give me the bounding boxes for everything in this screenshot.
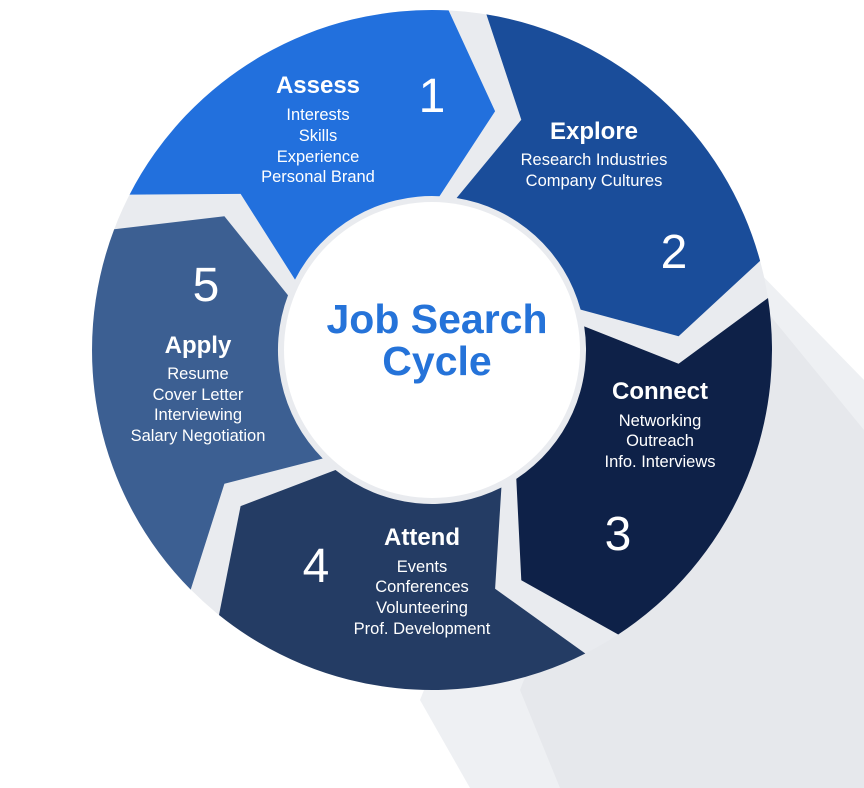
step-connect: Connect Networking Outreach Info. Interv… [605, 378, 716, 561]
step-title: Connect [612, 378, 708, 405]
step-explore: Explore Research Industries Company Cult… [521, 118, 688, 279]
center-title-line1: Job Search [326, 296, 547, 342]
step-number: 1 [419, 70, 446, 123]
cycle-segment-explore [456, 14, 761, 337]
step-title: Assess [276, 72, 360, 99]
cycle-segment-connect [516, 298, 773, 635]
step-item: Salary Negotiation [131, 427, 266, 445]
labels-layer: Assess Interests Skills Experience Perso… [131, 70, 716, 638]
step-item: Interviewing [154, 406, 242, 424]
center-circle [284, 202, 580, 498]
step-item: Events [397, 558, 447, 576]
step-item: Experience [277, 148, 360, 166]
step-item: Resume [167, 365, 228, 383]
step-title: Explore [550, 118, 638, 145]
cycle-segment-attend [219, 470, 586, 691]
step-item: Outreach [626, 432, 694, 450]
step-title: Attend [384, 524, 460, 551]
step-apply: Apply Resume Cover Letter Interviewing S… [131, 259, 266, 445]
step-attend: Attend Events Conferences Volunteering P… [303, 524, 491, 638]
cycle-segment-apply [92, 216, 323, 590]
step-item: Interests [286, 106, 349, 124]
step-number: 2 [661, 226, 688, 279]
step-item: Research Industries [521, 151, 668, 169]
step-assess: Assess Interests Skills Experience Perso… [261, 70, 445, 186]
step-item: Volunteering [376, 599, 468, 617]
step-item: Info. Interviews [605, 453, 716, 471]
step-item: Networking [619, 412, 702, 430]
step-item: Skills [299, 127, 338, 145]
step-number: 4 [303, 540, 330, 593]
step-item: Conferences [375, 578, 469, 596]
step-item: Personal Brand [261, 168, 375, 186]
step-item: Company Cultures [526, 172, 663, 190]
step-item: Cover Letter [153, 386, 244, 404]
center-title-line2: Cycle [382, 338, 491, 384]
segments-layer [92, 9, 773, 691]
step-number: 3 [605, 508, 632, 561]
cycle-segment-assess [129, 9, 496, 280]
step-title: Apply [165, 332, 232, 359]
step-number: 5 [193, 259, 220, 312]
step-item: Prof. Development [354, 620, 491, 638]
